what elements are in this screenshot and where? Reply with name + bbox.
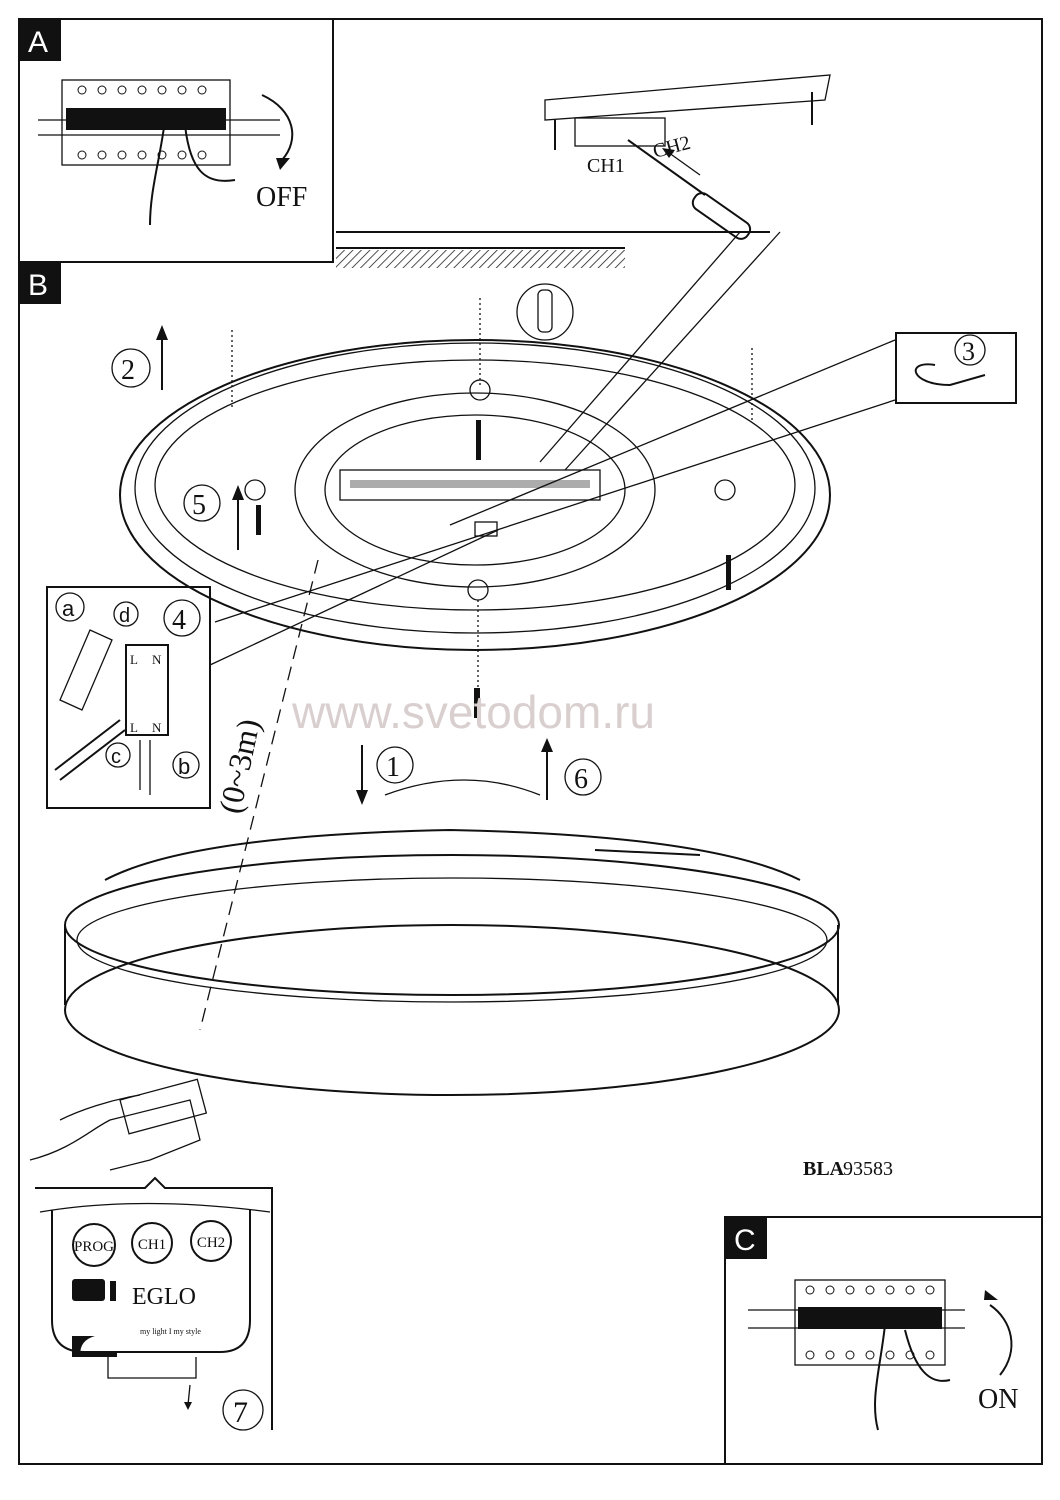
ch1-button — [131, 1222, 173, 1264]
hand-icon — [874, 1324, 951, 1431]
mounting-plate — [119, 339, 831, 651]
ch2-button-label: CH2 — [197, 1235, 225, 1251]
terminal-n-top: N — [152, 652, 162, 667]
eglo-logo-icon — [72, 1279, 105, 1301]
screws — [231, 298, 753, 690]
step-3-callout — [895, 332, 1017, 404]
distance-label: (0~3m) — [212, 716, 267, 817]
remote-range-line — [199, 559, 319, 1031]
panel-a: A OFF — [19, 19, 334, 263]
panel-a-badge — [19, 19, 61, 61]
brand-label: EGLO — [132, 1284, 196, 1310]
page-frame — [18, 18, 1043, 1465]
switch-ch1-label: CH1 — [587, 155, 625, 177]
wall-plug-callout — [516, 283, 574, 341]
wire-step-b: b — [178, 754, 190, 779]
slogan-label: my light I my style — [140, 1327, 201, 1336]
circuit-breaker-icon — [38, 79, 280, 166]
off-label: OFF — [256, 182, 307, 213]
step-5-label: 5 — [192, 490, 206, 521]
hand-icon — [149, 119, 236, 226]
screwdriver-icon — [54, 719, 126, 781]
terminal-cover-icon — [59, 629, 113, 711]
remote-detail: PROG CH1 CH2 EGLO my light I my style 7 — [35, 1176, 273, 1431]
step-7-label: 7 — [233, 1396, 248, 1429]
lamp-shade — [64, 828, 840, 1096]
hand-with-remote-icon — [29, 1078, 208, 1171]
wire-step-d: d — [119, 605, 130, 627]
step-1-label: 1 — [386, 752, 400, 783]
arrow-up-icon — [989, 1304, 1013, 1376]
panel-c-label: C — [734, 1224, 756, 1257]
panel-b-label: B — [28, 269, 48, 302]
panel-c-badge — [725, 1217, 767, 1259]
ch2-button — [190, 1220, 232, 1262]
step-3-label: 3 — [962, 337, 975, 366]
screw-icons — [256, 420, 731, 718]
terminal-l-top: L — [130, 652, 138, 667]
arrow-down-icon — [261, 94, 294, 161]
circuit-breaker-icon — [748, 1279, 965, 1366]
terminal-n-bottom: N — [152, 720, 162, 735]
led-module-switch: CH1 CH2 — [544, 74, 831, 240]
wire-step-a: a — [62, 596, 75, 621]
model-prefix: BLA — [803, 1158, 845, 1180]
panel-a-label: A — [28, 26, 48, 59]
step-4-label: 4 — [172, 605, 186, 636]
switch-ch2-label: CH2 — [651, 132, 693, 163]
panel-b-badge — [19, 262, 61, 304]
step-2-label: 2 — [121, 355, 135, 386]
cable-icon — [914, 363, 986, 387]
step-6-label: 6 — [574, 764, 588, 795]
rotate-arrow-icon — [384, 779, 541, 796]
prog-button — [72, 1223, 116, 1267]
terminal-l-bottom: L — [130, 720, 138, 735]
panel-c: C ON — [724, 1216, 1042, 1464]
on-label: ON — [978, 1384, 1018, 1415]
battery-compartment — [107, 1357, 197, 1379]
prog-button-label: PROG — [74, 1239, 114, 1255]
terminal-block-icon — [125, 644, 169, 736]
model-number: 93583 — [843, 1158, 893, 1180]
ch1-button-label: CH1 — [138, 1237, 166, 1253]
ceiling-hatch — [336, 231, 770, 268]
wire-step-c: c — [111, 746, 121, 768]
wiring-inset: a d 4 L N L N c b — [46, 586, 211, 809]
watermark: www.svetodom.ru — [291, 686, 655, 738]
screwdriver-icon — [691, 192, 752, 240]
